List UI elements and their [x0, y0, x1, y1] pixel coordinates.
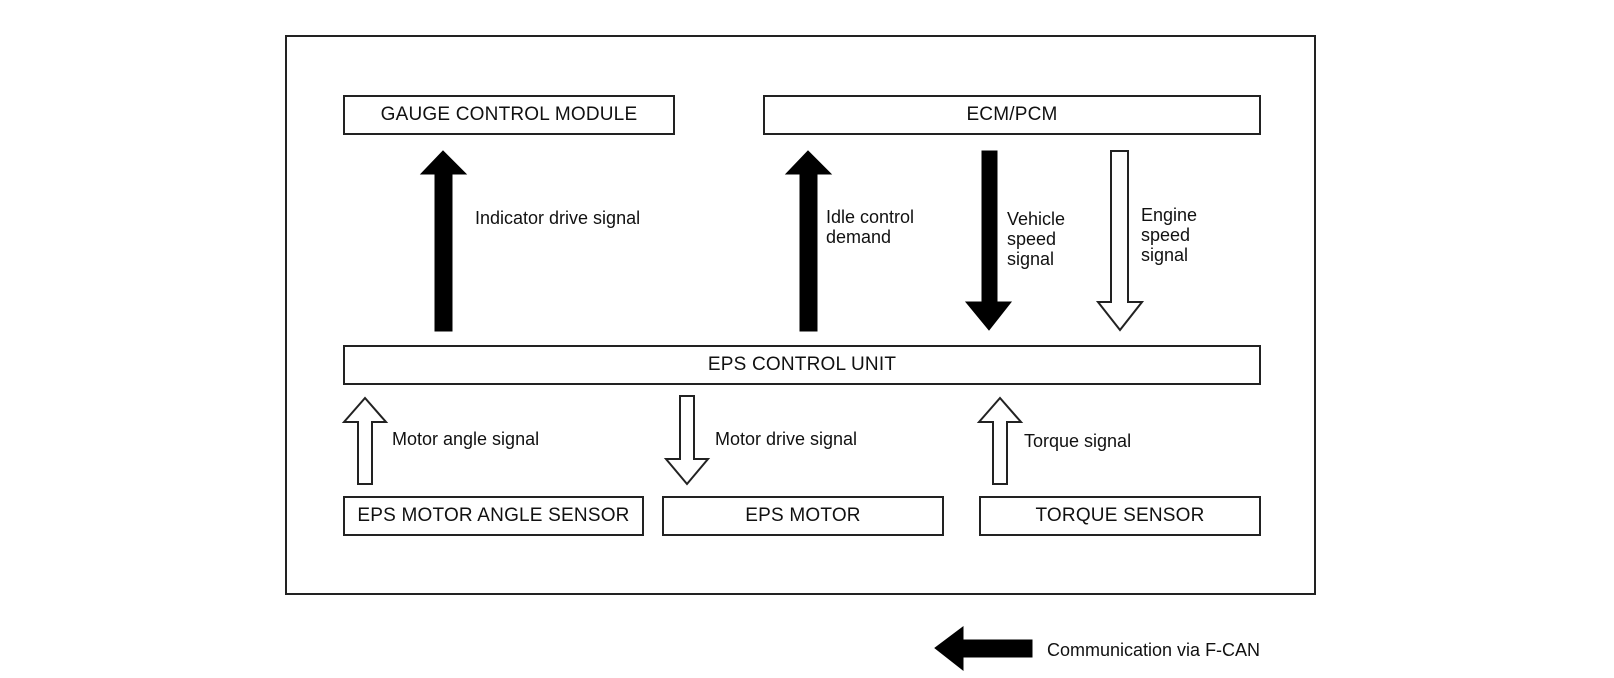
eps-control-unit-box: EPS CONTROL UNIT: [343, 345, 1261, 385]
legend-fcan-label: Communication via F-CAN: [1047, 640, 1261, 660]
indicator-drive-signal-label: Indicator drive signal: [475, 208, 641, 228]
torque-sensor-box: TORQUE SENSOR: [979, 496, 1261, 536]
idle-control-demand-label: Idle control demand: [826, 207, 915, 247]
legend-fcan-arrow-icon: [934, 626, 1033, 672]
motor-drive-signal-label: Motor drive signal: [715, 429, 858, 449]
vehicle-speed-arrow-icon: [964, 150, 1013, 331]
eps-motor-box: EPS MOTOR: [662, 496, 944, 536]
gauge-control-module-box: GAUGE CONTROL MODULE: [343, 95, 675, 135]
diagram-frame: [285, 35, 1316, 595]
ecm-pcm-box: ECM/PCM: [763, 95, 1261, 135]
eps-motor-angle-sensor-box: EPS MOTOR ANGLE SENSOR: [343, 496, 644, 536]
motor-drive-arrow-icon: [663, 395, 711, 486]
engine-speed-arrow-icon: [1095, 150, 1145, 332]
indicator-drive-arrow-icon: [419, 150, 468, 332]
motor-angle-arrow-icon: [341, 396, 389, 485]
idle-control-arrow-icon: [784, 150, 833, 332]
motor-angle-signal-label: Motor angle signal: [392, 429, 540, 449]
vehicle-speed-signal-label: Vehicle speed signal: [1007, 209, 1066, 269]
engine-speed-signal-label: Engine speed signal: [1141, 205, 1198, 265]
torque-signal-label: Torque signal: [1024, 431, 1132, 451]
torque-arrow-icon: [976, 396, 1024, 485]
